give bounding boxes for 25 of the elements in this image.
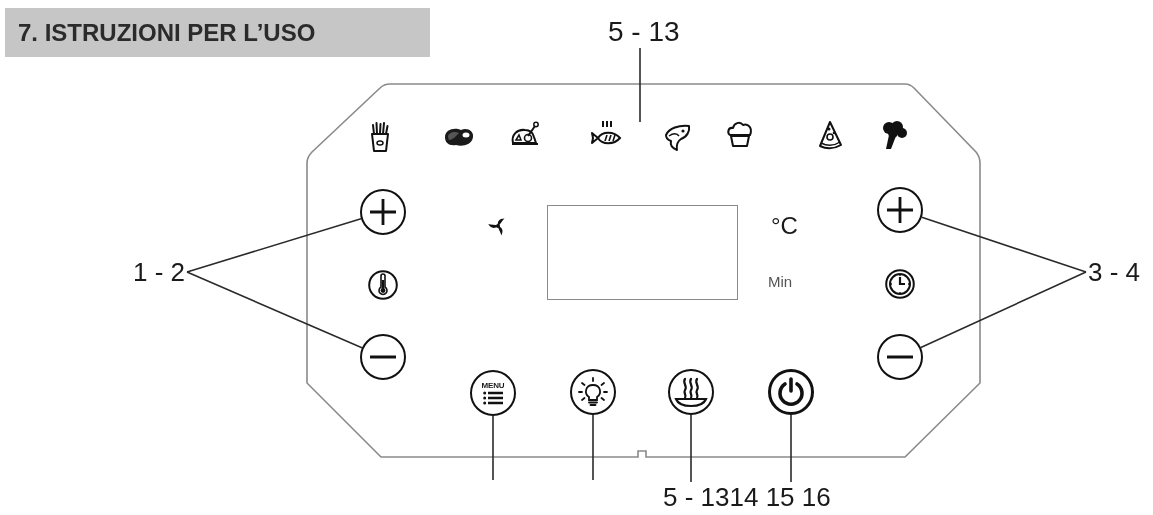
leader-line bbox=[186, 271, 363, 349]
callout-number: 3 - 4 bbox=[1088, 259, 1141, 285]
callout-number: 5 - 13 bbox=[608, 18, 680, 46]
leader-line bbox=[920, 271, 1087, 349]
callout-numbers: 5 - 1314 15 16 bbox=[663, 484, 831, 510]
celsius-unit-label: °C bbox=[771, 214, 798, 238]
section-heading: 7. ISTRUZIONI PER L’USO bbox=[5, 8, 430, 57]
plus-button bbox=[360, 189, 406, 235]
power-button bbox=[768, 369, 814, 415]
minus-button bbox=[360, 334, 406, 380]
leader-line bbox=[790, 414, 792, 483]
lightbulb-button bbox=[570, 369, 616, 415]
leader-line bbox=[639, 47, 641, 123]
leader-line bbox=[186, 217, 362, 273]
steam-button bbox=[668, 369, 714, 415]
leader-line bbox=[592, 414, 594, 481]
display-screen bbox=[547, 205, 738, 300]
plus-button bbox=[877, 187, 923, 233]
minus-button bbox=[877, 334, 923, 380]
menu-button: MENU bbox=[470, 370, 516, 416]
leader-line bbox=[921, 216, 1087, 273]
leader-line bbox=[492, 415, 494, 481]
callout-number: 1 - 2 bbox=[133, 259, 186, 285]
minutes-unit-label: Min bbox=[768, 274, 793, 289]
leader-line bbox=[690, 414, 692, 483]
